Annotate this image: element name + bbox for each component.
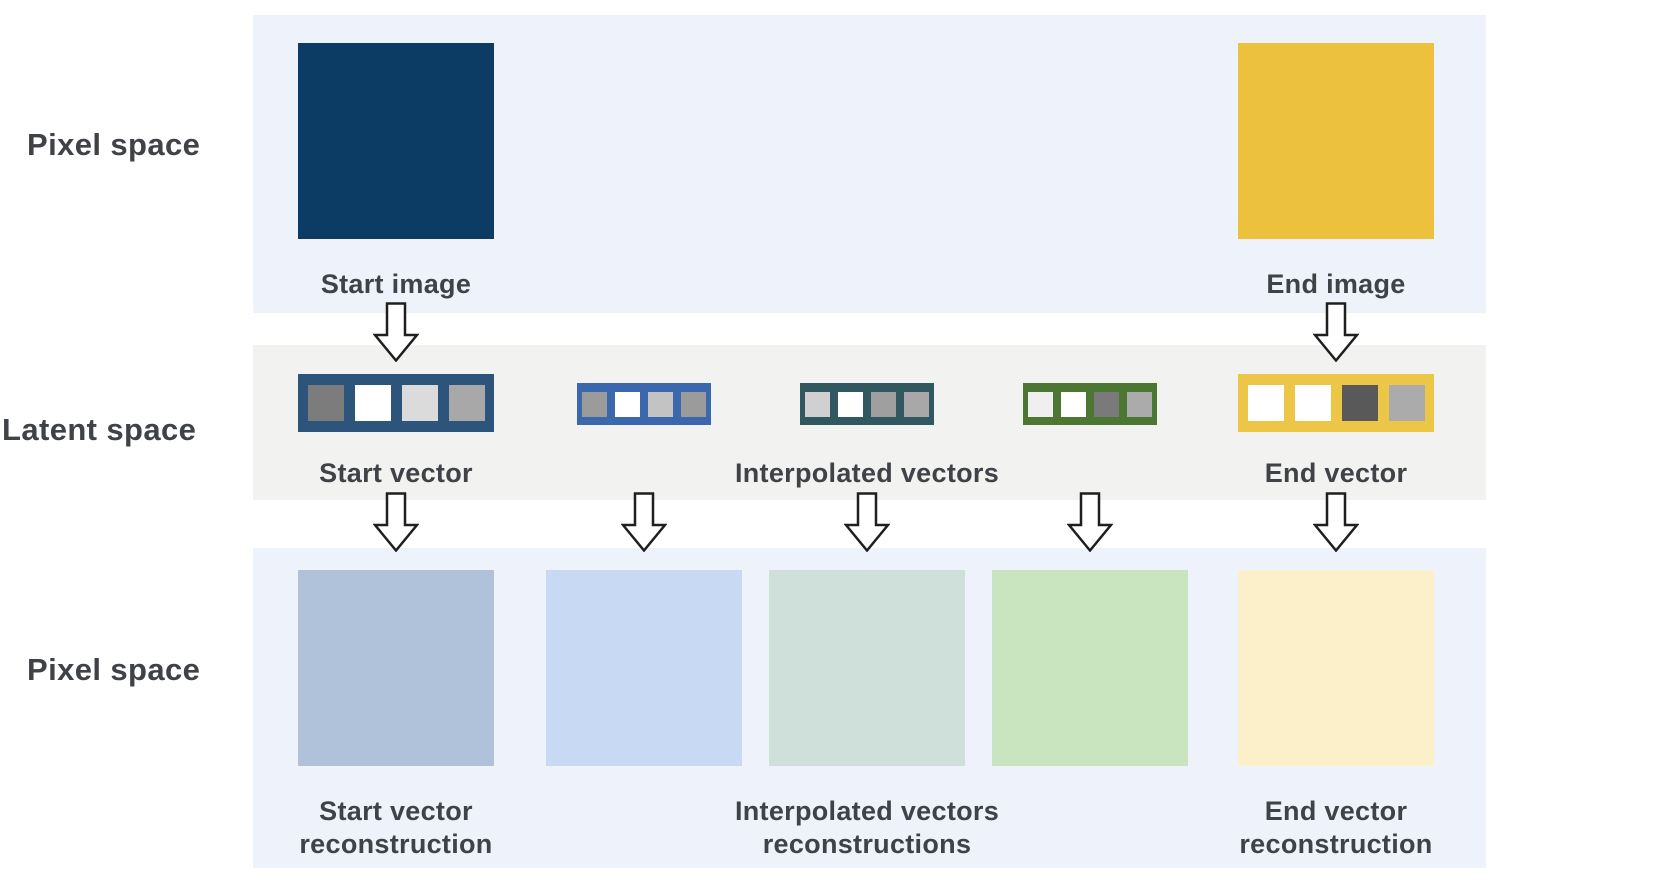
end-vector-reconstruction-square — [1238, 570, 1434, 766]
latent-cell — [448, 385, 485, 421]
start-image-label: Start image — [320, 269, 472, 299]
start-vector-reconstruction-label: Start vector reconstruction — [299, 796, 493, 859]
arrow-down-decode-4-icon — [1067, 492, 1113, 552]
latent-cell — [1061, 391, 1086, 417]
end-image-square — [1238, 43, 1434, 239]
interpolated-reconstruction-3-square — [992, 570, 1188, 766]
latent-cell — [1341, 385, 1378, 421]
latent-cell — [681, 391, 706, 417]
latent-cell — [1094, 391, 1119, 417]
arrow-down-decode-5-icon — [1313, 492, 1359, 552]
latent-cell — [307, 385, 344, 421]
end-vector-reconstruction-label: End vector reconstruction — [1239, 796, 1433, 859]
latent-space-label: Latent space — [2, 412, 197, 447]
start-vector-reconstruction-square — [298, 570, 494, 766]
interpolated-vector-1 — [577, 383, 711, 425]
latent-cell — [1388, 385, 1425, 421]
latent-cell — [582, 391, 607, 417]
arrow-down-decode-2-icon — [621, 492, 667, 552]
latent-cell — [1294, 385, 1331, 421]
latent-cell — [904, 391, 929, 417]
arrow-down-decode-1-icon — [373, 492, 419, 552]
latent-cell — [1247, 385, 1284, 421]
latent-cell — [1028, 391, 1053, 417]
interpolated-vectors-reconstructions-label: Interpolated vectors reconstructions — [734, 796, 1000, 859]
end-vector — [1238, 374, 1434, 432]
latent-cell — [1127, 391, 1152, 417]
end-vector-label: End vector — [1264, 458, 1408, 488]
arrow-down-decode-3-icon — [844, 492, 890, 552]
pixel-space-top-label: Pixel space — [27, 127, 201, 162]
arrow-down-start-encode-icon — [373, 302, 419, 362]
interpolated-vectors-label: Interpolated vectors — [734, 458, 1000, 488]
interpolated-reconstruction-1-square — [546, 570, 742, 766]
latent-cell — [805, 391, 830, 417]
start-vector-label: Start vector — [319, 458, 473, 488]
latent-cell — [401, 385, 438, 421]
interpolated-vector-3 — [1023, 383, 1157, 425]
interpolated-vector-2 — [800, 383, 934, 425]
interpolated-reconstruction-2-square — [769, 570, 965, 766]
start-vector — [298, 374, 494, 432]
pixel-space-bottom-label: Pixel space — [27, 652, 201, 687]
latent-cell — [354, 385, 391, 421]
end-image-label: End image — [1266, 269, 1406, 299]
latent-cell — [838, 391, 863, 417]
latent-cell — [648, 391, 673, 417]
arrow-down-end-encode-icon — [1313, 302, 1359, 362]
latent-cell — [615, 391, 640, 417]
start-image-square — [298, 43, 494, 239]
latent-cell — [871, 391, 896, 417]
